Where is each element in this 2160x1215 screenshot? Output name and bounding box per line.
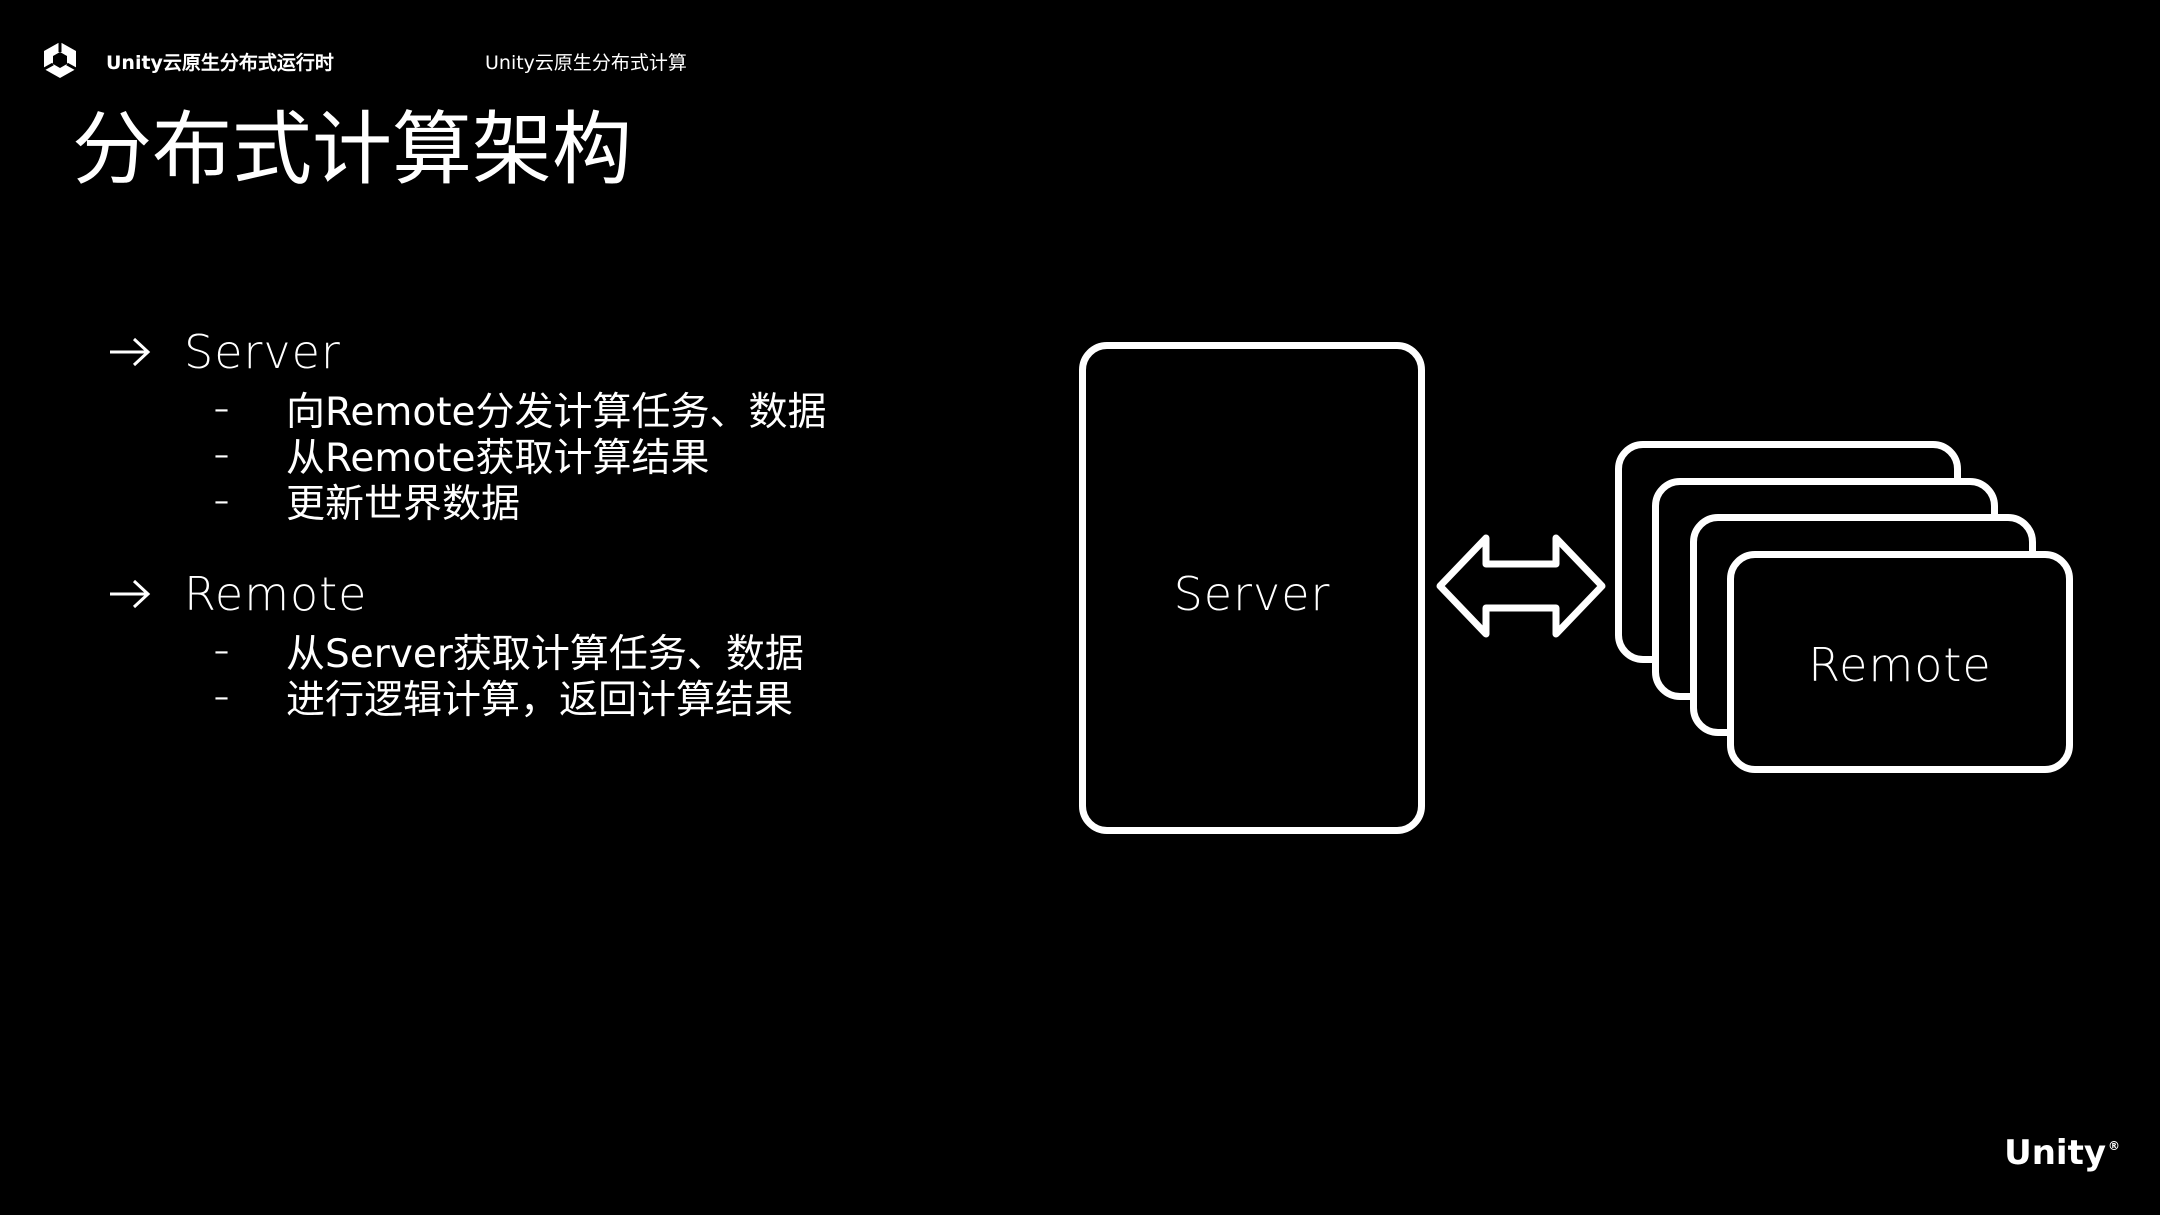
- dash-marker: –: [214, 633, 229, 669]
- dash-marker: –: [214, 437, 229, 473]
- architecture-diagram: Server Remote: [1060, 330, 2100, 850]
- unity-logo: Unity®: [2004, 1133, 2120, 1173]
- arrow-right-icon: [110, 337, 151, 367]
- sub-bullet: – 从Server获取计算任务、数据: [106, 628, 1006, 677]
- bullet-list: Server – 向Remote分发计算任务、数据 – 从Remote获取计算结…: [106, 318, 1006, 756]
- arrow-right-icon: [110, 579, 151, 609]
- unity-logo-text: Unity: [2004, 1133, 2106, 1173]
- section-name: Unity云原生分布式计算: [485, 52, 687, 74]
- sub-bullet-text: 更新世界数据: [286, 482, 521, 527]
- registered-mark: ®: [2108, 1139, 2120, 1153]
- sub-bullet-text: 向Remote分发计算任务、数据: [286, 390, 827, 435]
- sub-bullet: – 从Remote获取计算结果: [106, 432, 1006, 481]
- server-node-label: Server: [1173, 567, 1331, 621]
- bullet-item: Remote: [106, 560, 1006, 628]
- bullet-item: Server: [106, 318, 1006, 386]
- sub-bullet-text: 从Server获取计算任务、数据: [286, 632, 804, 677]
- sub-bullet: – 向Remote分发计算任务、数据: [106, 386, 1006, 435]
- dash-marker: –: [214, 391, 229, 427]
- sub-bullet: – 更新世界数据: [106, 478, 1006, 527]
- dash-marker: –: [214, 483, 229, 519]
- remote-node: Remote: [1727, 551, 2073, 773]
- dash-marker: –: [214, 679, 229, 715]
- remote-node-label: Remote: [1808, 638, 1992, 692]
- bullet-label: Remote: [184, 567, 368, 621]
- brand-name: Unity云原生分布式运行时: [106, 52, 334, 74]
- slide-title: 分布式计算架构: [72, 103, 632, 196]
- bullet-group-server: Server – 向Remote分发计算任务、数据 – 从Remote获取计算结…: [106, 318, 1006, 527]
- slide-header: Unity云原生分布式运行时 Unity云原生分布式计算: [40, 40, 940, 80]
- bullet-group-remote: Remote – 从Server获取计算任务、数据 – 进行逻辑计算，返回计算结…: [106, 560, 1006, 723]
- sub-bullet: – 进行逻辑计算，返回计算结果: [106, 674, 1006, 723]
- server-node: Server: [1079, 342, 1425, 834]
- double-arrow-icon: [1436, 534, 1606, 638]
- sub-bullet-text: 从Remote获取计算结果: [286, 436, 710, 481]
- unity-cube-icon: [43, 42, 77, 78]
- sub-bullet-text: 进行逻辑计算，返回计算结果: [286, 678, 794, 723]
- bullet-label: Server: [184, 325, 341, 379]
